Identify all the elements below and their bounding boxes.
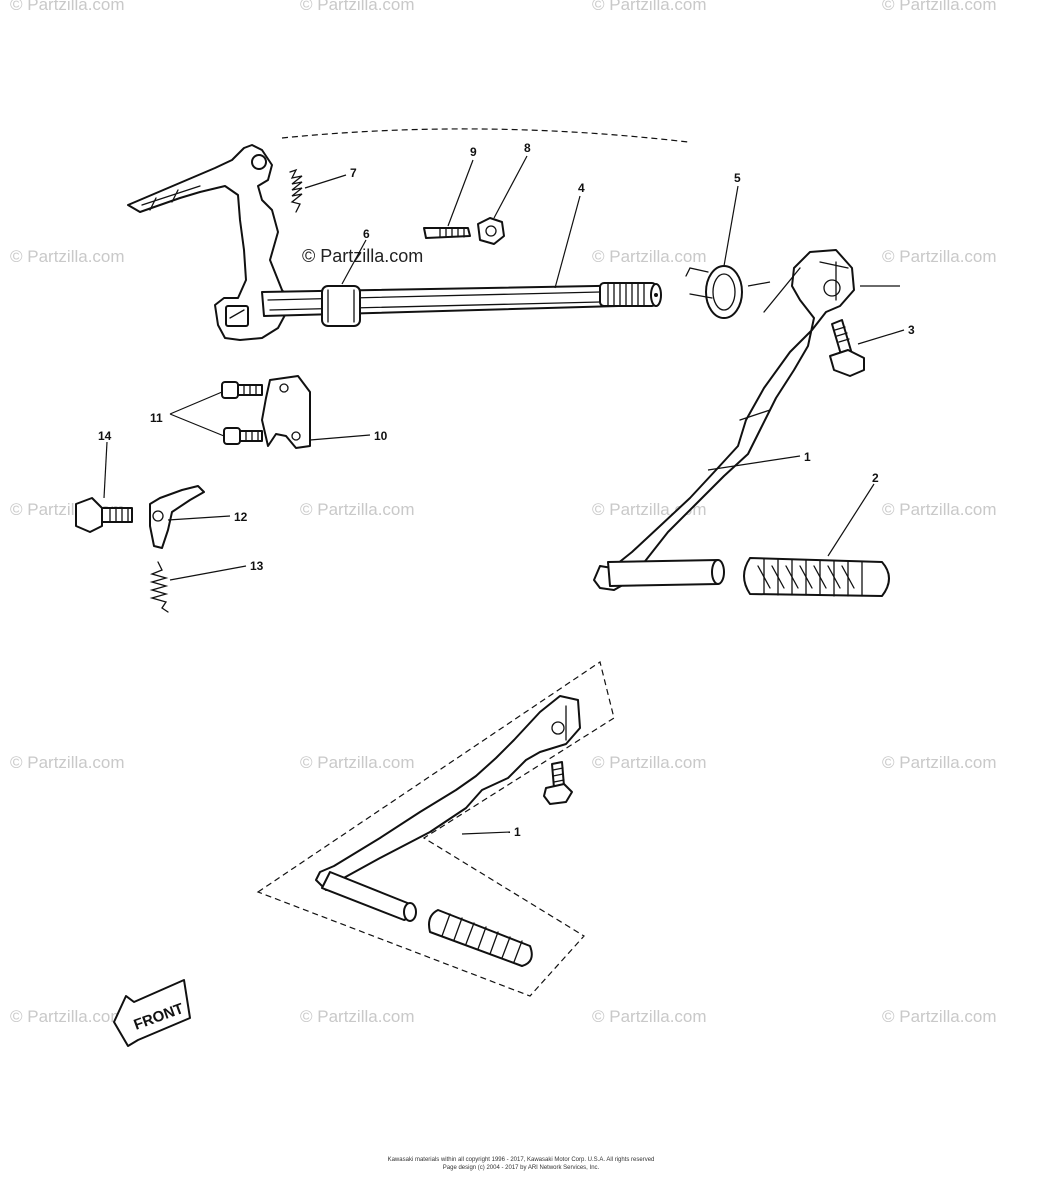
alternate-pinch-bolt <box>543 761 573 805</box>
part-8-nut <box>477 217 505 245</box>
callout-1: 1 <box>804 450 811 464</box>
part-1-shift-pedal <box>593 249 855 591</box>
watermark: © Partzilla.com <box>592 753 707 772</box>
leader-10 <box>309 434 371 441</box>
callout-8: 8 <box>524 141 531 155</box>
leader-1-alt <box>461 831 511 835</box>
watermark: © Partzilla.com <box>882 753 997 772</box>
part-12-stopper-lever <box>149 485 205 549</box>
watermark: © Partzilla.com <box>10 753 125 772</box>
leader-13 <box>169 565 247 581</box>
callout-12: 12 <box>234 510 248 524</box>
callout-5: 5 <box>734 171 741 185</box>
watermark: © Partzilla.com <box>592 1007 707 1026</box>
leader-2 <box>827 483 875 557</box>
leader-5 <box>723 185 739 267</box>
part-9-stud <box>423 227 471 239</box>
watermark: © Partzilla.com <box>300 1007 415 1026</box>
copyright-footer: Kawasaki materials within all copyright … <box>387 1157 655 1163</box>
watermark: © Partzilla.com <box>300 500 415 519</box>
alternate-footpeg-rubber <box>428 909 533 967</box>
part-6-collar <box>321 285 361 327</box>
callout-9: 9 <box>470 145 477 159</box>
part-2-footpeg-rubber <box>743 557 890 597</box>
leader-9 <box>447 159 474 227</box>
part-1-alternate-shift-pedal <box>315 695 581 922</box>
leader-14 <box>103 441 108 499</box>
watermark: © Partzilla.com <box>10 0 125 14</box>
watermark: © Partzilla.com <box>300 753 415 772</box>
watermark: © Partzilla.com <box>10 1007 125 1026</box>
pedal-pivot-line <box>747 281 771 287</box>
alternate-pedal-box <box>256 661 615 997</box>
part-11-screws <box>221 381 263 445</box>
leader-3 <box>857 329 905 345</box>
part-3-pinch-bolt <box>829 319 865 377</box>
callout-3: 3 <box>908 323 915 337</box>
watermark: © Partzilla.com <box>300 0 415 14</box>
front-direction-arrow: FRONT <box>113 979 191 1047</box>
part-10-retainer-plate <box>261 375 311 449</box>
leader-6 <box>341 239 367 285</box>
page-design-footer: Page design (c) 2004 - 2017 by ARI Netwo… <box>442 1165 600 1171</box>
watermark: © Partzilla.com <box>882 0 997 14</box>
callout-1-alt: 1 <box>514 825 521 839</box>
callout-2: 2 <box>872 471 879 485</box>
leader-4 <box>554 195 581 289</box>
assembly-centerline <box>281 128 689 143</box>
callout-10: 10 <box>374 429 388 443</box>
callout-11: 11 <box>150 411 163 425</box>
leader-11 <box>169 391 225 437</box>
watermark: © Partzilla.com <box>882 1007 997 1026</box>
leader-12 <box>167 515 231 521</box>
watermark: © Partzilla.com <box>592 247 707 266</box>
leader-1 <box>707 455 801 471</box>
watermark-center: © Partzilla.com <box>302 246 423 266</box>
callout-4: 4 <box>578 181 585 195</box>
watermark: © Partzilla.com <box>10 247 125 266</box>
watermark: © Partzilla.com <box>882 500 997 519</box>
leader-7 <box>304 174 347 189</box>
callout-7: 7 <box>350 166 357 180</box>
callout-14: 14 <box>98 429 112 443</box>
leader-8 <box>493 155 528 219</box>
watermark: © Partzilla.com <box>882 247 997 266</box>
part-13-spring <box>149 561 169 613</box>
callout-13: 13 <box>250 559 264 573</box>
part-14-bolt <box>75 497 133 533</box>
part-7-spring <box>289 168 303 213</box>
part-5-return-spring <box>685 265 743 319</box>
callout-6: 6 <box>363 227 370 241</box>
watermark: © Partzilla.com <box>592 0 707 14</box>
